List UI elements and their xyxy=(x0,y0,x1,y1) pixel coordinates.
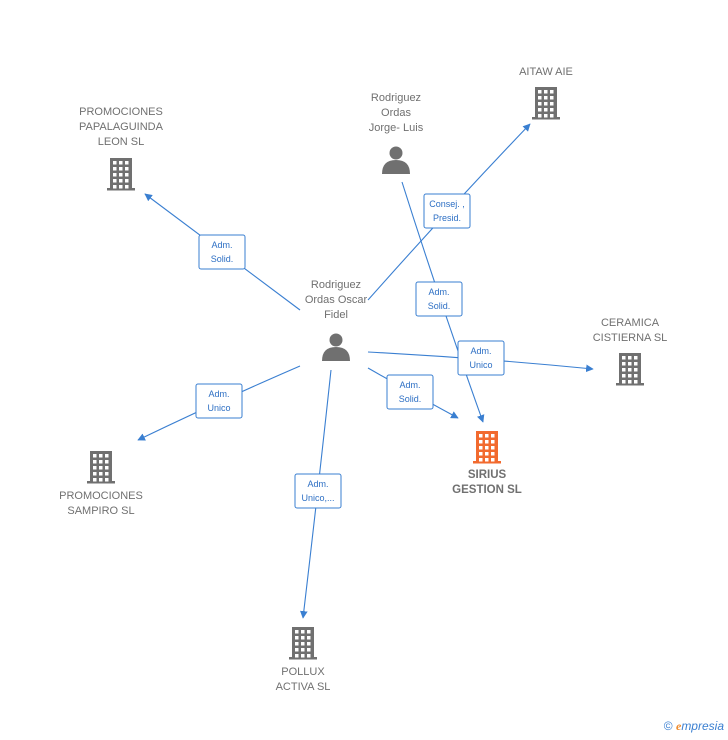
node-papalaguinda[interactable]: PROMOCIONES PAPALAGUINDA LEON SL xyxy=(79,106,164,191)
edge-label-text: Solid. xyxy=(211,254,234,264)
node-label-line: Jorge- Luis xyxy=(369,122,424,134)
edge-label-fidel-to-sirius[interactable]: Adm. Solid. xyxy=(386,374,434,410)
node-label-line: AITAW AIE xyxy=(519,66,573,78)
node-label-line: LEON SL xyxy=(98,136,144,148)
edge-label-box xyxy=(415,281,463,317)
node-label-line: Fidel xyxy=(324,309,348,321)
edge-label-jorge-to-sirius[interactable]: Adm. Solid. xyxy=(415,281,463,317)
edge-labels-layer: Adm.Solid.Consej. ,Presid.Adm.Solid.Adm.… xyxy=(195,193,505,509)
edge-label-text: Unico xyxy=(207,403,230,413)
person-icon xyxy=(322,333,350,361)
node-aitaw[interactable]: AITAW AIE xyxy=(519,66,573,120)
node-label-line: PAPALAGUINDA xyxy=(79,121,164,133)
node-label-line: CISTIERNA SL xyxy=(593,332,668,344)
edge-label-text: Unico,... xyxy=(301,493,334,503)
node-label-line: POLLUX xyxy=(281,666,325,678)
edge-label-box xyxy=(423,193,471,229)
node-label-line: Ordas Oscar xyxy=(305,294,368,306)
edge-label-text: Adm. xyxy=(208,389,229,399)
node-label-line: Ordas xyxy=(381,107,411,119)
edge-label-text: Unico xyxy=(469,360,492,370)
node-label-line: Rodriguez xyxy=(311,279,361,291)
edge-label-box xyxy=(195,383,243,419)
node-label-line: CERAMICA xyxy=(601,317,660,329)
node-label-line: SIRIUS xyxy=(468,469,507,481)
building-icon xyxy=(473,431,501,464)
building-icon xyxy=(87,451,115,484)
node-label-line: ACTIVA SL xyxy=(276,681,331,693)
node-pollux[interactable]: POLLUX ACTIVA SL xyxy=(276,627,331,693)
edge-label-text: Solid. xyxy=(428,301,451,311)
edge-label-text: Consej. , xyxy=(429,199,465,209)
node-label-line: SAMPIRO SL xyxy=(67,505,134,517)
edge-label-text: Presid. xyxy=(433,213,461,223)
edge-label-text: Adm. xyxy=(470,346,491,356)
node-label-line: PROMOCIONES xyxy=(79,106,163,118)
node-label-line: PROMOCIONES xyxy=(59,490,143,502)
edge-label-text: Adm. xyxy=(428,287,449,297)
edge-label-fidel-to-aitaw[interactable]: Consej. , Presid. xyxy=(423,193,471,229)
building-icon xyxy=(532,87,560,120)
edges-layer xyxy=(137,123,594,619)
edge-label-text: Adm. xyxy=(211,240,232,250)
edge-label-box xyxy=(198,234,246,270)
edge-label-box xyxy=(457,340,505,376)
edge-label-fidel-to-papalaguinda[interactable]: Adm. Solid. xyxy=(198,234,246,270)
copyright-symbol: © xyxy=(663,719,673,733)
node-sirius[interactable]: SIRIUS GESTION SL xyxy=(452,431,522,496)
building-icon xyxy=(107,158,135,191)
footer-brand[interactable]: © empresia xyxy=(664,719,724,734)
node-label-line: GESTION SL xyxy=(452,484,522,496)
edge-label-box xyxy=(294,473,342,509)
edge-label-fidel-to-cerámica[interactable]: Adm. Unico xyxy=(457,340,505,376)
node-label-line: Rodriguez xyxy=(371,92,421,104)
brand-logo-text: mpresia xyxy=(681,719,724,733)
edge-label-text: Adm. xyxy=(307,479,328,489)
edge-label-fidel-to-sampiro[interactable]: Adm. Unico xyxy=(195,383,243,419)
building-icon xyxy=(616,353,644,386)
edge-label-text: Adm. xyxy=(399,380,420,390)
person-icon xyxy=(382,146,410,174)
brand-logo-letter: e xyxy=(675,719,682,733)
building-icon xyxy=(289,627,317,660)
node-sampiro[interactable]: PROMOCIONES SAMPIRO SL xyxy=(59,451,143,517)
node-cerámica[interactable]: CERAMICA CISTIERNA SL xyxy=(593,317,668,386)
edge-label-text: Solid. xyxy=(399,394,422,404)
edge-label-box xyxy=(386,374,434,410)
edge-label-fidel-to-pollux[interactable]: Adm. Unico,... xyxy=(294,473,342,509)
